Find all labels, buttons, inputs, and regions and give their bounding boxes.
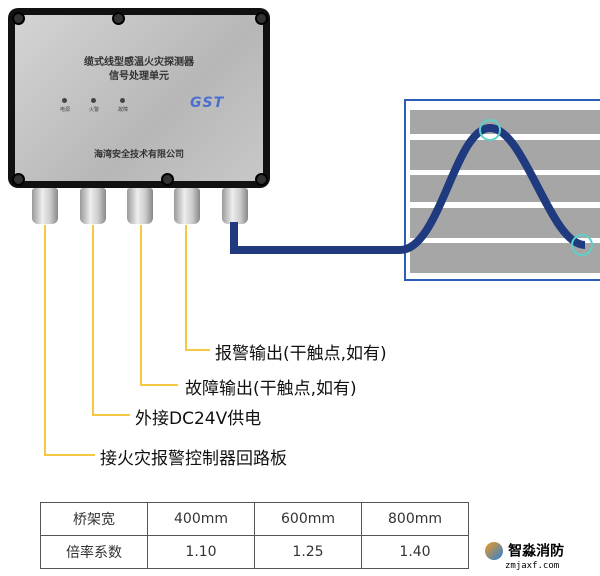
cable-gland: [222, 188, 248, 224]
wire-alarm-output: [185, 225, 210, 351]
device-title-line1: 缆式线型感温火灾探测器: [84, 57, 194, 68]
led-label: 电源: [60, 107, 71, 113]
led-label: 故障: [118, 107, 129, 113]
label-power: 外接DC24V供电: [135, 409, 262, 429]
watermark: 智淼消防 zmjaxf.com: [485, 540, 564, 571]
gst-logo: GST: [190, 95, 225, 111]
led-fire: [91, 98, 96, 103]
marker-circle: [571, 234, 593, 256]
wire-loop: [44, 225, 95, 456]
wire-fault-output: [140, 225, 178, 386]
signal-processing-unit: 缆式线型感温火灾探测器 信号处理单元 电源 火警 故障 GST 海湾安全技术有限…: [8, 8, 270, 188]
wire-power: [92, 225, 130, 416]
manufacturer: 海湾安全技术有限公司: [93, 150, 184, 160]
led-power: [62, 98, 67, 103]
label-fault-output: 故障输出(干触点,如有): [185, 379, 357, 399]
label-alarm-output: 报警输出(干触点,如有): [215, 344, 387, 364]
cable-gland: [127, 188, 153, 224]
led-fault: [120, 98, 125, 103]
wiring-svg: [44, 99, 600, 456]
cable-gland: [80, 188, 106, 224]
led-label: 火警: [89, 107, 100, 113]
marker-circle: [479, 119, 501, 141]
label-loop: 接火灾报警控制器回路板: [100, 449, 287, 469]
watermark-logo-icon: [485, 541, 503, 560]
device-title-line2: 信号处理单元: [109, 71, 169, 82]
sensing-cable: [230, 123, 586, 254]
cable-gland: [32, 188, 58, 224]
cable-gland: [174, 188, 200, 224]
